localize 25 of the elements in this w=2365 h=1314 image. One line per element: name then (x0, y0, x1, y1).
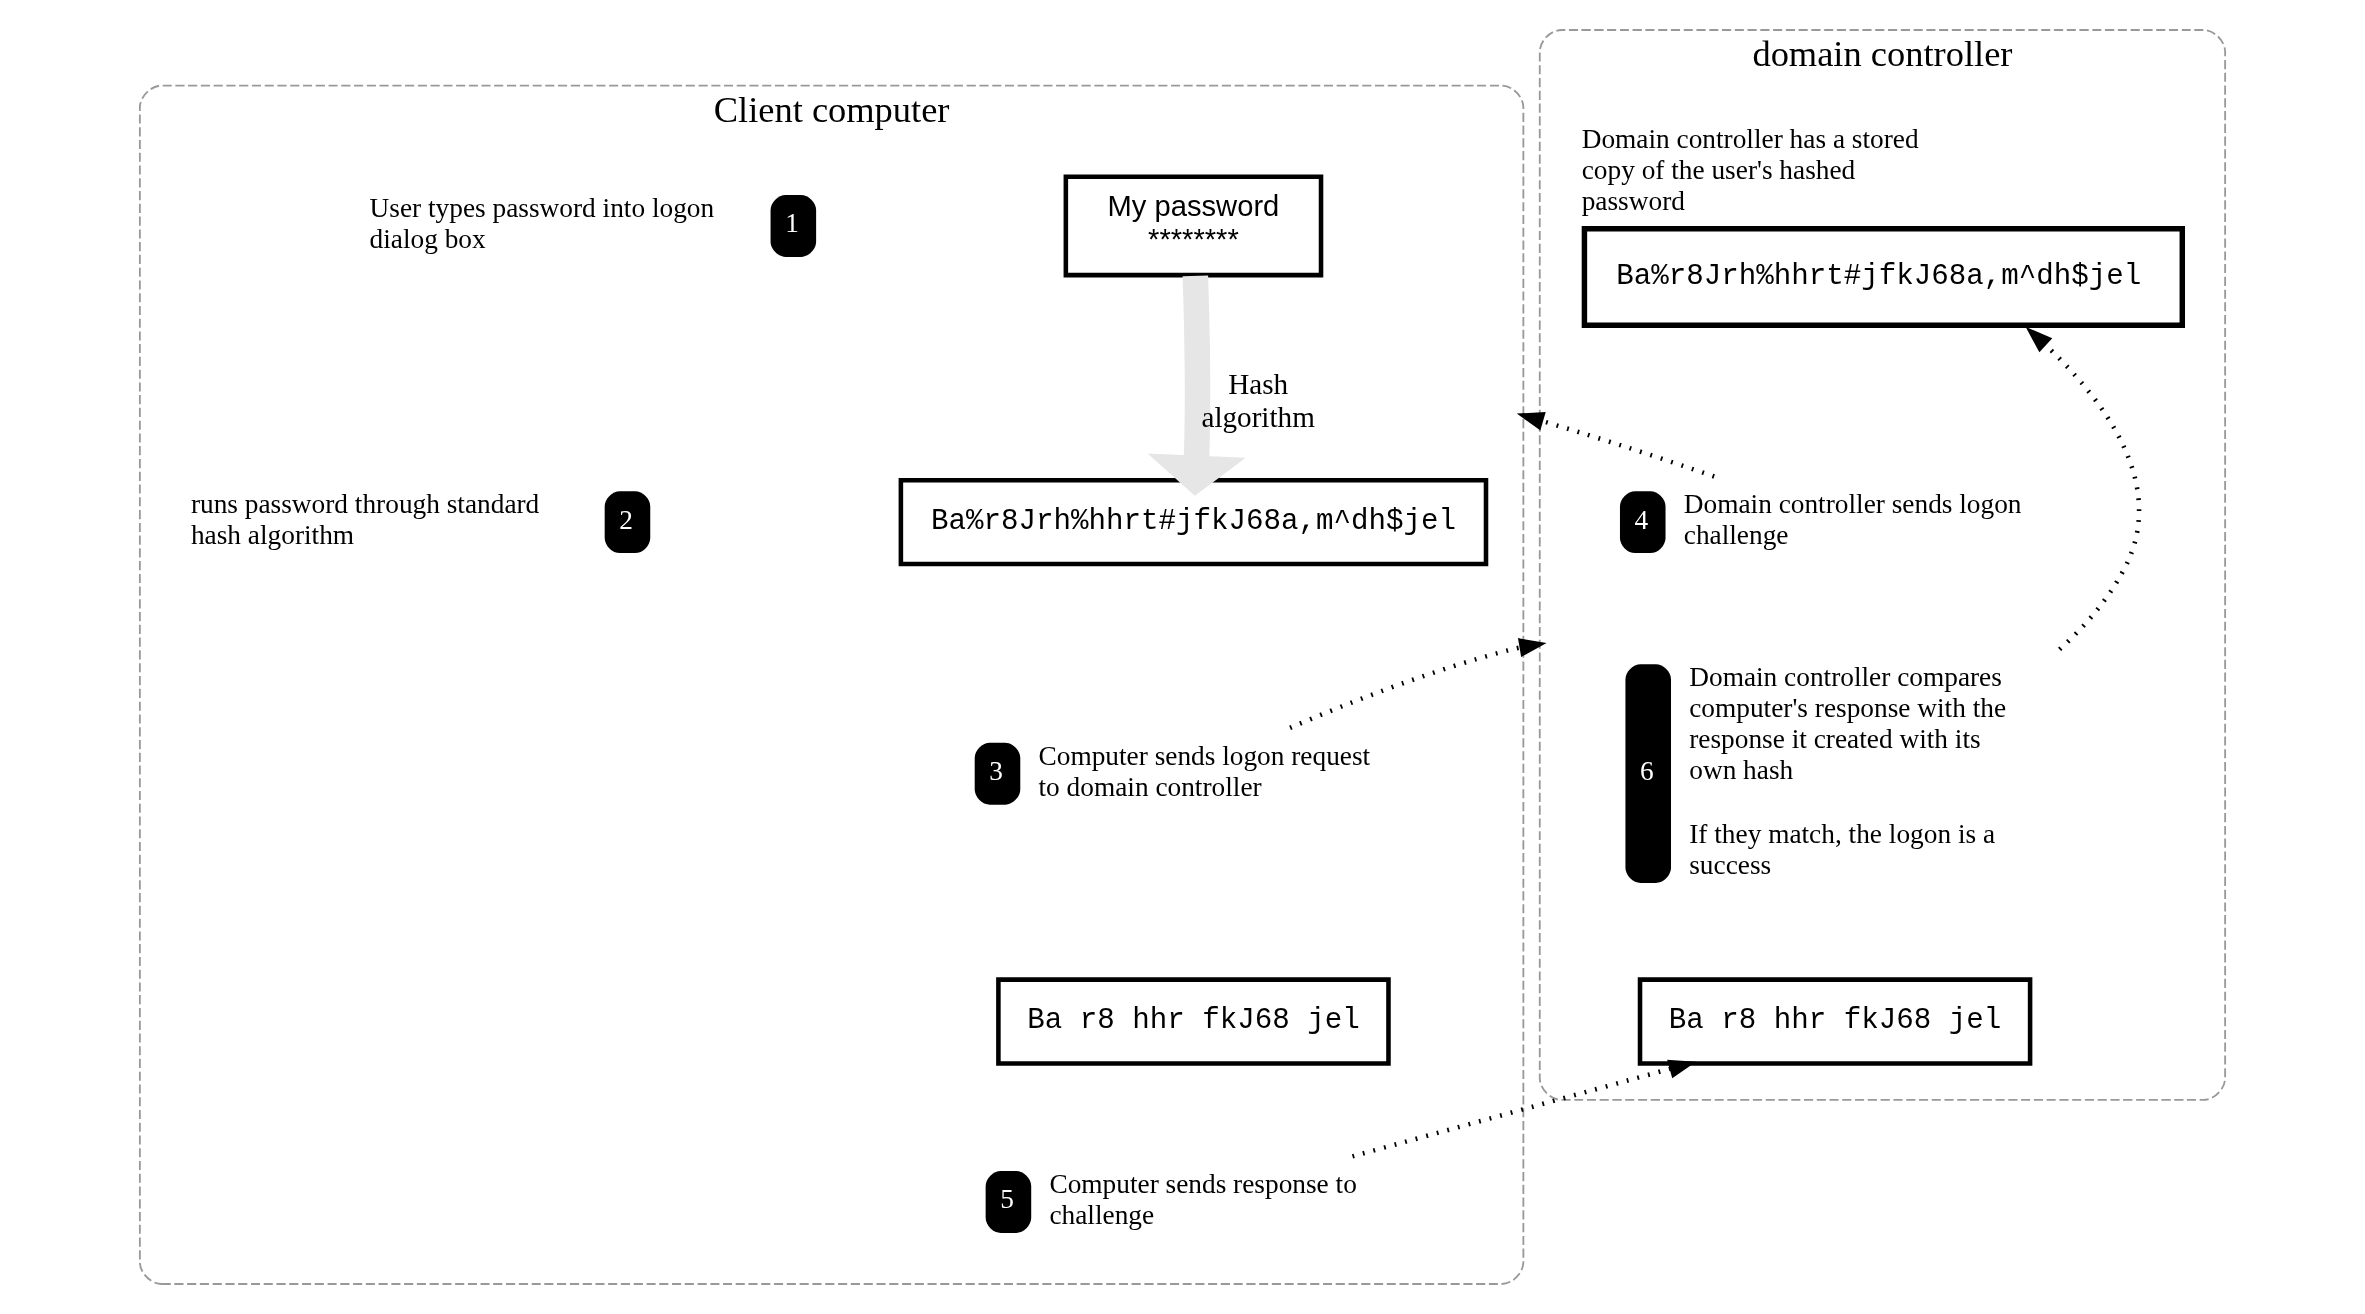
arrow (1516, 412, 1715, 479)
node-box: Ba r8 hhr fkJ68 jel (996, 977, 1391, 1066)
node-box: 3 (974, 742, 1021, 805)
edge-label: Hash algorithm (1201, 368, 1315, 433)
node-label: Computer sends response to challenge (1049, 1168, 1357, 1230)
node-box: 1 (770, 194, 817, 257)
arrow (1289, 638, 1547, 730)
arrow (2025, 326, 2142, 652)
node-box: 2 (604, 491, 651, 554)
node-label: Domain controller has a stored copy of the user's hashed password (1581, 123, 1919, 216)
node-box: Ba r8 hhr fkJ68 jel (1637, 977, 2033, 1066)
node-box: 4 (1619, 491, 1666, 554)
arrow (1351, 1059, 1697, 1159)
node-label: Domain controller sends logon challenge (1683, 489, 2022, 550)
node-box: 5 (985, 1171, 1032, 1233)
node-box: Ba%r8Jrh%hhrt#jfkJ68a,m^dh$jel (1581, 225, 2186, 328)
arrow (1147, 275, 1246, 496)
node-label: Domain controller compares computer's response with the response it created with its own hash (1689, 662, 2007, 786)
node-box: Ba%r8Jrh%hhrt#jfkJ68a,m^dh$jel (898, 477, 1489, 567)
node-label: runs password through standard hash algorithm (190, 489, 540, 550)
node-label: If they match, the logon is a success (1689, 818, 1996, 880)
node-label: User types password into logon dialog box (369, 192, 715, 254)
node-box: 6 (1625, 664, 1671, 883)
node-label: Computer sends logon request to domain controller (1038, 740, 1371, 802)
node-box: My password ******** (1063, 174, 1324, 278)
